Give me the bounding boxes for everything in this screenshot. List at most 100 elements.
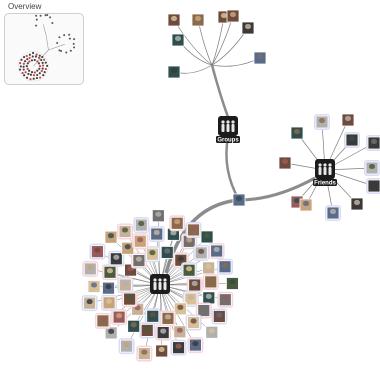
profile-photo-node[interactable] — [82, 260, 99, 277]
profile-photo-node[interactable] — [200, 230, 214, 244]
photo-face — [349, 136, 355, 141]
photo-face — [354, 200, 360, 205]
overview-minimap[interactable] — [4, 13, 84, 85]
profile-photo-node[interactable] — [118, 338, 135, 355]
photo-face — [204, 232, 211, 238]
profile-photo-node[interactable] — [173, 325, 187, 339]
profile-photo-node[interactable] — [202, 291, 216, 305]
profile-photo-node[interactable] — [104, 326, 118, 340]
profile-photo-node[interactable] — [159, 310, 176, 327]
profile-photo-node[interactable] — [136, 345, 153, 362]
profile-photo-node[interactable] — [325, 205, 341, 221]
minimap-dot — [73, 46, 76, 49]
overview-panel[interactable]: Overview — [4, 2, 86, 85]
profile-photo-node[interactable] — [151, 209, 165, 223]
hub-network[interactable] — [150, 274, 170, 294]
profile-photo-node[interactable] — [89, 243, 106, 260]
profile-photo-node[interactable] — [167, 65, 181, 79]
profile-photo-node[interactable] — [102, 281, 115, 295]
profile-photo-node[interactable] — [81, 295, 98, 312]
profile-photo-node[interactable] — [366, 178, 380, 194]
profile-photo-node[interactable] — [121, 241, 135, 255]
profile-photo-node[interactable] — [160, 246, 174, 259]
profile-photo-node[interactable] — [278, 156, 292, 170]
photo-face — [164, 248, 171, 254]
photo-face — [221, 13, 227, 18]
profile-photo-node[interactable] — [87, 280, 101, 293]
profile-photo-node[interactable] — [155, 324, 172, 341]
profile-photo-node[interactable] — [169, 215, 186, 232]
profile-photo-node[interactable] — [167, 13, 181, 27]
profile-photo-node[interactable] — [205, 325, 219, 339]
profile-photo-node[interactable] — [170, 339, 187, 356]
photo-face — [107, 233, 114, 239]
profile-photo-node[interactable] — [226, 9, 240, 23]
profile-photo-node[interactable] — [208, 243, 225, 260]
profile-photo-node[interactable] — [108, 250, 125, 267]
profile-photo-node[interactable] — [144, 308, 161, 325]
profile-photo-node[interactable] — [232, 193, 246, 207]
profile-photo-node[interactable] — [148, 226, 165, 243]
profile-photo-node[interactable] — [187, 337, 204, 354]
profile-photo-node[interactable] — [186, 277, 203, 293]
profile-photo-node[interactable] — [191, 13, 205, 27]
profile-photo-node[interactable] — [211, 308, 228, 325]
photo-face — [113, 254, 120, 260]
profile-photo-node[interactable] — [111, 309, 128, 326]
photo-face — [371, 139, 377, 144]
profile-photo-node[interactable] — [241, 21, 255, 35]
profile-photo-node[interactable] — [185, 221, 202, 238]
profile-photo-node[interactable] — [193, 244, 210, 261]
photo-face — [205, 263, 212, 269]
hub-friends[interactable]: Friends — [313, 159, 337, 187]
hub-groups[interactable]: Groups — [216, 116, 240, 144]
profile-photo-node[interactable] — [130, 252, 147, 269]
profile-photo-node[interactable] — [290, 126, 304, 140]
profile-photo-node[interactable] — [94, 312, 111, 329]
minimap-ring — [18, 50, 49, 82]
profile-photo-node[interactable] — [350, 197, 364, 211]
minimap-dot — [38, 67, 41, 70]
photo-face — [171, 68, 177, 73]
profile-photo-node[interactable] — [101, 264, 118, 281]
profile-photo-node[interactable] — [341, 113, 355, 127]
profile-photo-node[interactable] — [216, 258, 233, 275]
photo-face — [155, 211, 162, 217]
profile-photo-node[interactable] — [133, 217, 150, 234]
minimap-dot — [34, 55, 38, 58]
minimap-dot — [40, 58, 43, 62]
profile-photo-node[interactable] — [185, 314, 202, 331]
profile-photo-node[interactable] — [314, 114, 330, 130]
profile-photo-node[interactable] — [217, 291, 234, 308]
profile-photo-node[interactable] — [144, 246, 161, 263]
profile-photo-node[interactable] — [344, 132, 360, 148]
profile-photo-node[interactable] — [117, 277, 134, 293]
profile-photo-node[interactable] — [182, 290, 199, 307]
profile-photo-node[interactable] — [117, 223, 134, 240]
profile-photo-node[interactable] — [171, 33, 185, 47]
profile-photo-node[interactable] — [202, 273, 219, 290]
profile-photo-node[interactable] — [195, 302, 212, 319]
profile-photo-node[interactable] — [173, 302, 187, 316]
profile-photo-node[interactable] — [181, 262, 198, 279]
profile-photo-node[interactable] — [101, 294, 118, 311]
profile-photo-node[interactable] — [132, 233, 149, 250]
minimap-dot — [32, 74, 36, 77]
profile-photo-node[interactable] — [253, 51, 267, 65]
profile-photo-node[interactable] — [226, 277, 239, 290]
profile-photo-node[interactable] — [139, 322, 156, 339]
minimap-dot — [46, 14, 49, 17]
minimap-dot — [28, 56, 31, 59]
profile-photo-node[interactable] — [121, 291, 138, 308]
profile-photo-node[interactable] — [155, 344, 169, 358]
minimap-dot — [29, 73, 33, 76]
profile-photo-node[interactable] — [299, 198, 313, 212]
profile-photo-node[interactable] — [127, 319, 141, 333]
profile-photo-node[interactable] — [104, 230, 118, 244]
profile-photo-node[interactable] — [366, 135, 380, 151]
profile-photo-node[interactable] — [364, 160, 380, 176]
minimap-edge — [42, 24, 47, 37]
profile-photo-node[interactable] — [202, 261, 216, 275]
photo-face — [158, 346, 165, 352]
